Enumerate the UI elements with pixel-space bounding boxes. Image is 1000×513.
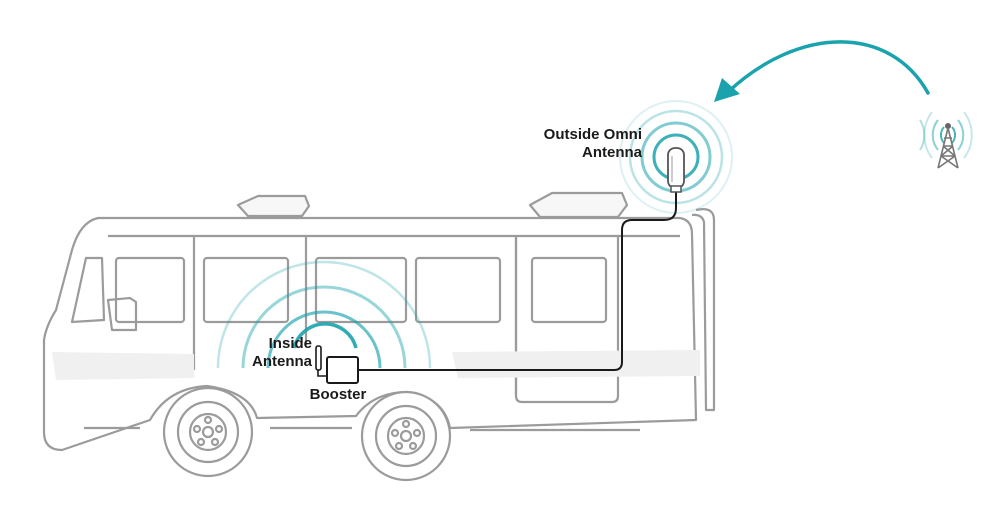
outside-antenna-label: Outside Omni Antenna: [530, 126, 642, 162]
cell-tower-icon: [919, 111, 973, 169]
inside-antenna-label-line2: Antenna: [252, 353, 312, 370]
inside-antenna-label-line1: Inside: [268, 335, 312, 352]
inside-antenna-label: Inside Antenna: [236, 335, 312, 371]
outside-antenna-label-line1: Outside Omni: [543, 126, 642, 143]
signal-arrow: [714, 40, 930, 102]
inside-antenna-signal: [216, 260, 432, 369]
front-wheel: [162, 386, 254, 478]
outside-antenna-label-line2: Antenna: [582, 144, 642, 161]
rear-wheel: [360, 390, 452, 482]
inside-antenna-icon: [315, 345, 327, 377]
booster-icon: [326, 356, 359, 384]
omni-antenna-icon: [667, 147, 685, 193]
booster-label: Booster: [309, 386, 367, 403]
antenna-cable: [358, 192, 677, 371]
